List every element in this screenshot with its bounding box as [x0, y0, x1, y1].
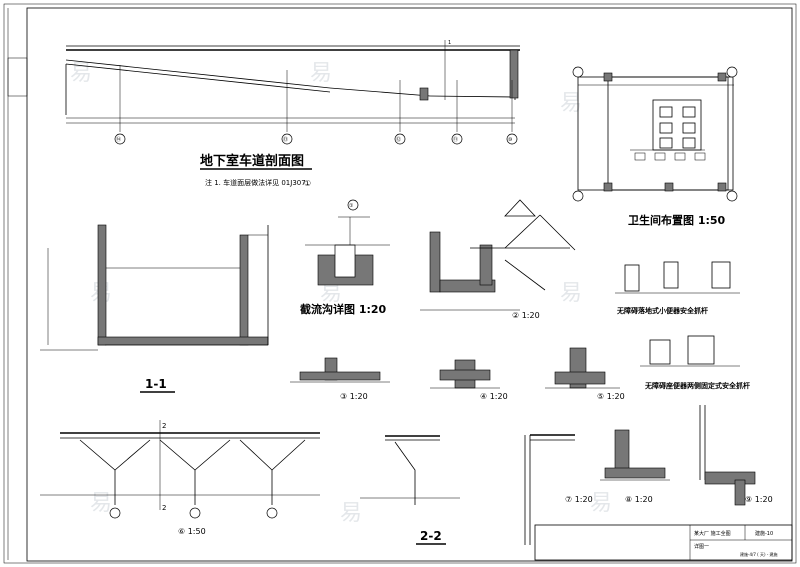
title-block-sheet: 详图一: [694, 543, 709, 550]
detail-9: [699, 405, 756, 506]
section-1-1: [40, 224, 269, 351]
svg-text:⑪: ⑪: [453, 136, 458, 143]
detail-2: [420, 199, 576, 311]
detail-7-label: ⑦ 1:20: [565, 495, 593, 504]
svg-text:易: 易: [560, 91, 582, 116]
title-block-code: 建施-4/7 ( 天) - 建施: [740, 551, 778, 557]
ramp-section: 1: [65, 40, 520, 132]
trench-detail-title: 截流沟详图 1:20: [300, 302, 387, 316]
svg-text:易: 易: [320, 281, 342, 306]
ramp-note: 注 1. 车道面层做法详见 01J307: [205, 178, 306, 187]
detail-4: [430, 359, 500, 389]
title-block-scale: 建施-10: [755, 530, 773, 537]
svg-text:易: 易: [310, 61, 332, 86]
title-block: [534, 524, 793, 561]
inner-frame: [26, 7, 793, 562]
title-block-project: 某大厂 施工全图: [694, 530, 731, 537]
detail-6-label: ⑥ 1:50: [178, 527, 206, 536]
section-2-marker-top: 2: [162, 422, 166, 430]
svg-text:⑩: ⑩: [508, 137, 513, 143]
svg-text:⑬: ⑬: [283, 136, 288, 143]
binding-box: [7, 57, 28, 97]
svg-text:易: 易: [70, 61, 92, 86]
svg-text:易: 易: [560, 281, 582, 306]
seat-grabbar-detail: [640, 335, 740, 367]
svg-text:⑫: ⑫: [396, 136, 401, 143]
detail-5-label: ⑤ 1:20: [597, 392, 625, 401]
detail-3-label: ③ 1:20: [340, 392, 368, 401]
svg-text:易: 易: [90, 491, 112, 516]
svg-text:易: 易: [590, 491, 612, 516]
watermark-layer: 易 易 易 易 易 易 易 易 易: [70, 61, 612, 526]
svg-text:易: 易: [340, 501, 362, 526]
svg-text:⑭: ⑭: [116, 136, 121, 143]
section-2-marker-bottom: 2: [162, 504, 166, 512]
detail-5: [545, 347, 620, 389]
ramp-axis-bubbles: ⑭ ⑬ ⑫ ⑪ ⑩: [114, 133, 518, 145]
detail-2-label: ② 1:20: [512, 311, 540, 320]
svg-text:1: 1: [448, 40, 451, 46]
section-2-2-title: 2-2: [420, 529, 442, 543]
toilet-plan: [572, 66, 738, 202]
detail-6: [40, 420, 320, 519]
urinal-grabbar-note: 无障碍落地式小便器安全抓杆: [616, 306, 708, 315]
ramp-note-symbol: ①: [304, 179, 311, 188]
section-2-2: [360, 435, 460, 505]
outer-frame: [3, 3, 797, 564]
trench-bubble: ①: [349, 203, 354, 209]
detail-3: [290, 357, 390, 383]
detail-8: [600, 429, 670, 481]
toilet-plan-title: 卫生间布置图 1:50: [628, 213, 726, 227]
trench-detail: [305, 199, 390, 286]
detail-7: [524, 434, 575, 545]
section-1-1-title: 1-1: [145, 377, 167, 391]
seat-grabbar-note: 无障碍座便器两侧固定式安全抓杆: [644, 381, 750, 390]
ramp-section-title: 地下室车道剖面图: [200, 153, 304, 169]
detail-4-label: ④ 1:20: [480, 392, 508, 401]
detail-8-label: ⑧ 1:20: [625, 495, 653, 504]
detail-9-label: ⑨ 1:20: [745, 495, 773, 504]
urinal-grabbar-detail: [615, 261, 740, 294]
